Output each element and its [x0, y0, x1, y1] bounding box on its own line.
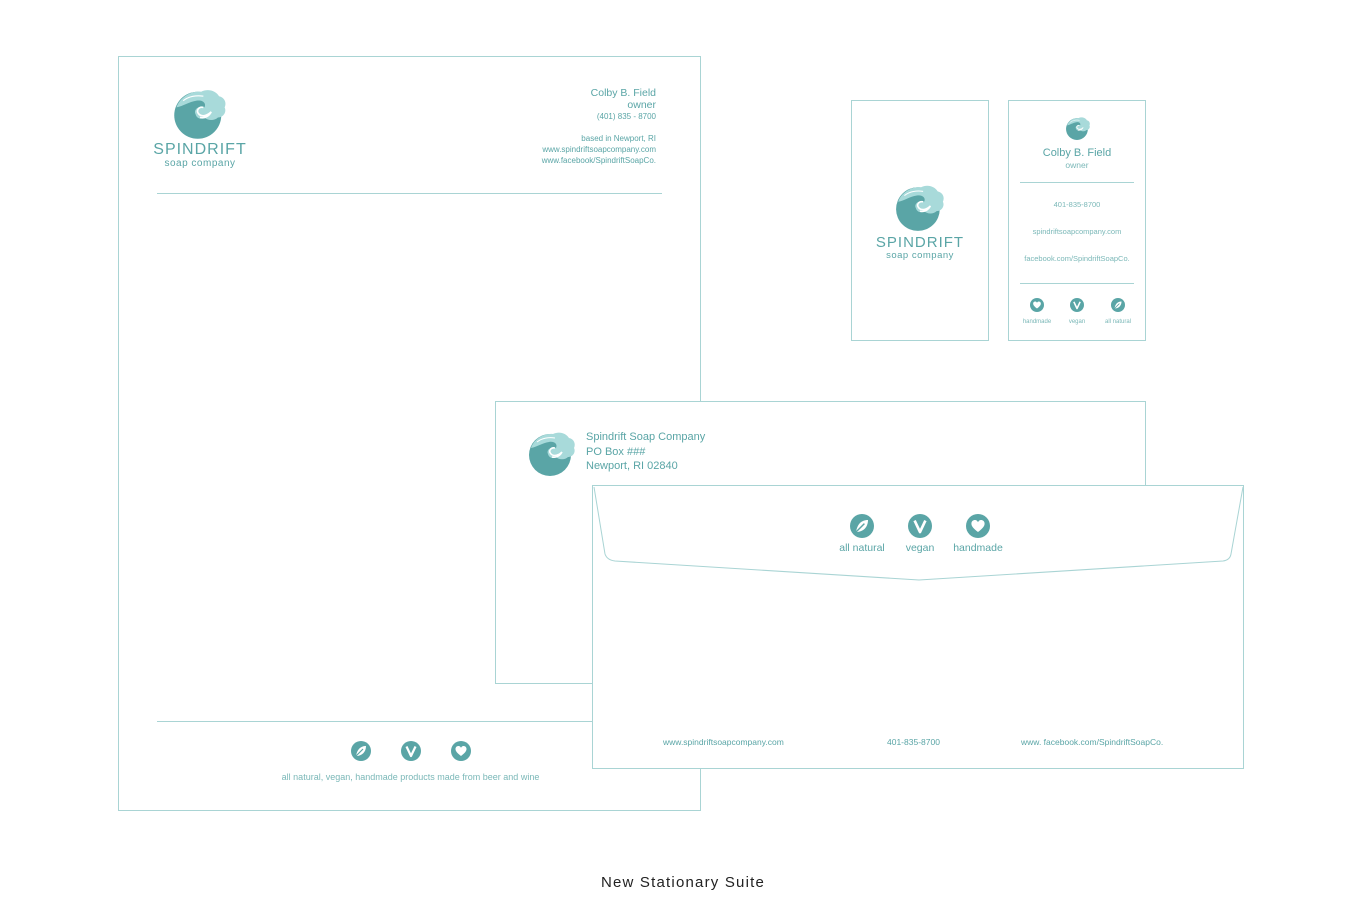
brand-name: SPINDRIFT — [153, 141, 247, 158]
card-title: owner — [1065, 160, 1089, 170]
vegan-v-icon — [401, 741, 421, 761]
footer-divider — [157, 721, 662, 722]
badge-label: vegan — [905, 542, 935, 554]
envelope-website: www.spindriftsoapcompany.com — [663, 737, 784, 747]
badge-label: vegan — [1068, 319, 1086, 325]
wave-logo-icon — [527, 428, 577, 478]
contact-website: www.spindriftsoapcompany.com — [542, 145, 656, 154]
contact-facebook: www.facebook/SpindriftSoapCo. — [541, 156, 656, 165]
return-address: Spindrift Soap Company PO Box ### Newpor… — [586, 430, 705, 474]
heart-icon — [451, 741, 471, 761]
business-card-front: SPINDRIFT soap company — [851, 100, 989, 341]
contact-phone: (401) 835 - 8700 — [596, 112, 656, 121]
badge-label: handmade — [1022, 319, 1052, 325]
card-divider — [1020, 283, 1134, 284]
wave-logo-icon — [172, 85, 228, 141]
envelope-flap — [593, 486, 1243, 582]
card-divider — [1020, 182, 1134, 183]
badge-label: all natural — [1104, 319, 1131, 325]
wave-logo-icon — [894, 181, 946, 233]
brand-name: SPINDRIFT — [875, 234, 965, 251]
header-divider — [157, 193, 662, 194]
card-website: spindriftsoapcompany.com — [1032, 227, 1122, 236]
vegan-v-icon — [1070, 298, 1084, 312]
heart-icon — [1030, 298, 1044, 312]
heart-icon — [966, 514, 990, 538]
card-phone: 401-835-8700 — [1053, 200, 1101, 209]
caption: New Stationary Suite — [600, 874, 766, 891]
address-line: Newport, RI 02840 — [586, 460, 678, 472]
card-facebook: facebook.com/SpindriftSoapCo. — [1024, 254, 1130, 263]
brand-subtitle: soap company — [164, 158, 236, 169]
leaf-icon — [1111, 298, 1125, 312]
envelope-front: all natural vegan handmade www.spindrift… — [592, 485, 1244, 769]
contact-name: Colby B. Field — [590, 87, 656, 99]
envelope-facebook: www. facebook.com/SpindriftSoapCo. — [1021, 737, 1164, 747]
business-card-back: Colby B. Field owner 401-835-8700 spindr… — [1008, 100, 1146, 341]
wave-logo-icon — [1065, 115, 1091, 141]
badge-label: all natural — [839, 542, 885, 554]
badge-label: handmade — [953, 542, 1003, 554]
brand-subtitle: soap company — [886, 250, 954, 261]
card-name: Colby B. Field — [1042, 147, 1112, 159]
envelope-phone: 401-835-8700 — [887, 737, 940, 747]
leaf-icon — [351, 741, 371, 761]
address-line: PO Box ### — [586, 445, 646, 458]
leaf-icon — [850, 514, 874, 538]
contact-title: owner — [627, 99, 656, 111]
contact-location: based in Newport, RI — [581, 134, 656, 143]
address-line: Spindrift Soap Company — [586, 431, 706, 443]
vegan-v-icon — [908, 514, 932, 538]
letterhead-contact: Colby B. Field owner (401) 835 - 8700 ba… — [542, 87, 656, 166]
letterhead-tagline: all natural, vegan, handmade products ma… — [281, 772, 540, 782]
